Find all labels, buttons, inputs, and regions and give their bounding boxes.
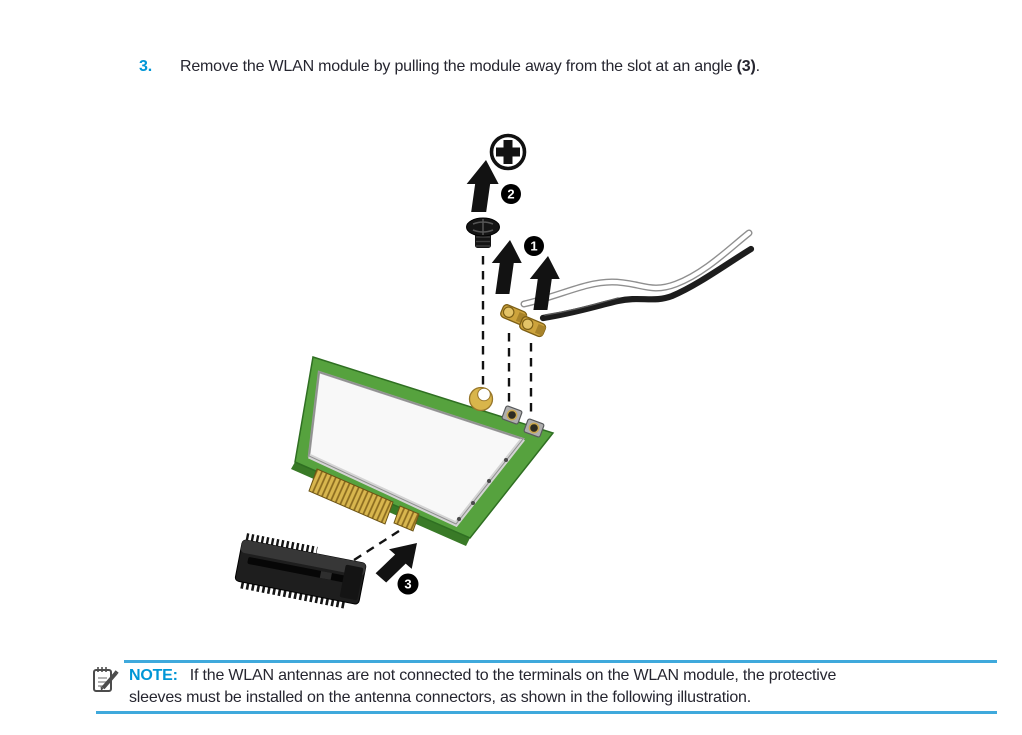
arrow-module-angle [375,543,417,583]
edge-connector-key [393,505,420,532]
note-line-1: NOTE:If the WLAN antennas are not connec… [129,667,837,684]
arrow-up-antenna-2 [529,256,560,310]
note-label: NOTE: [129,667,178,684]
wlan-removal-illustration: 2 1 3 [234,133,755,609]
antenna-connector-2 [519,316,547,338]
edge-connector [308,468,394,525]
svg-text:3: 3 [404,577,411,592]
svg-text:2: 2 [507,187,514,202]
phillips-screw-head-icon [489,133,527,171]
wlan-slot-connector [234,533,367,609]
arrow-up-screw [466,160,499,212]
note: NOTE:If the WLAN antennas are not connec… [129,665,836,709]
white-antenna-cable [520,229,753,308]
screw-notch [468,386,494,412]
antenna-terminal-2 [523,418,545,438]
screw-icon [466,217,500,248]
note-line-2: sleeves must be installed on the antenna… [129,689,751,706]
step-text: Remove the WLAN module by pulling the mo… [180,58,760,75]
callout-2: 2 [501,184,521,204]
callout-3: 3 [397,573,419,595]
antenna-terminal-1 [501,405,523,425]
step-3-instruction: 3. Remove the WLAN module by pulling the … [139,58,760,76]
wlan-module [291,356,555,546]
black-antenna-cable [539,245,755,322]
step-number: 3. [139,58,152,75]
note-top-rule [124,660,997,663]
callout-1: 1 [524,236,544,256]
dashed-line-module-slot [350,529,400,564]
note-bottom-rule [96,711,997,714]
arrow-up-antenna-1 [491,240,522,294]
notepad-pencil-icon [93,667,119,692]
svg-text:1: 1 [530,239,537,254]
